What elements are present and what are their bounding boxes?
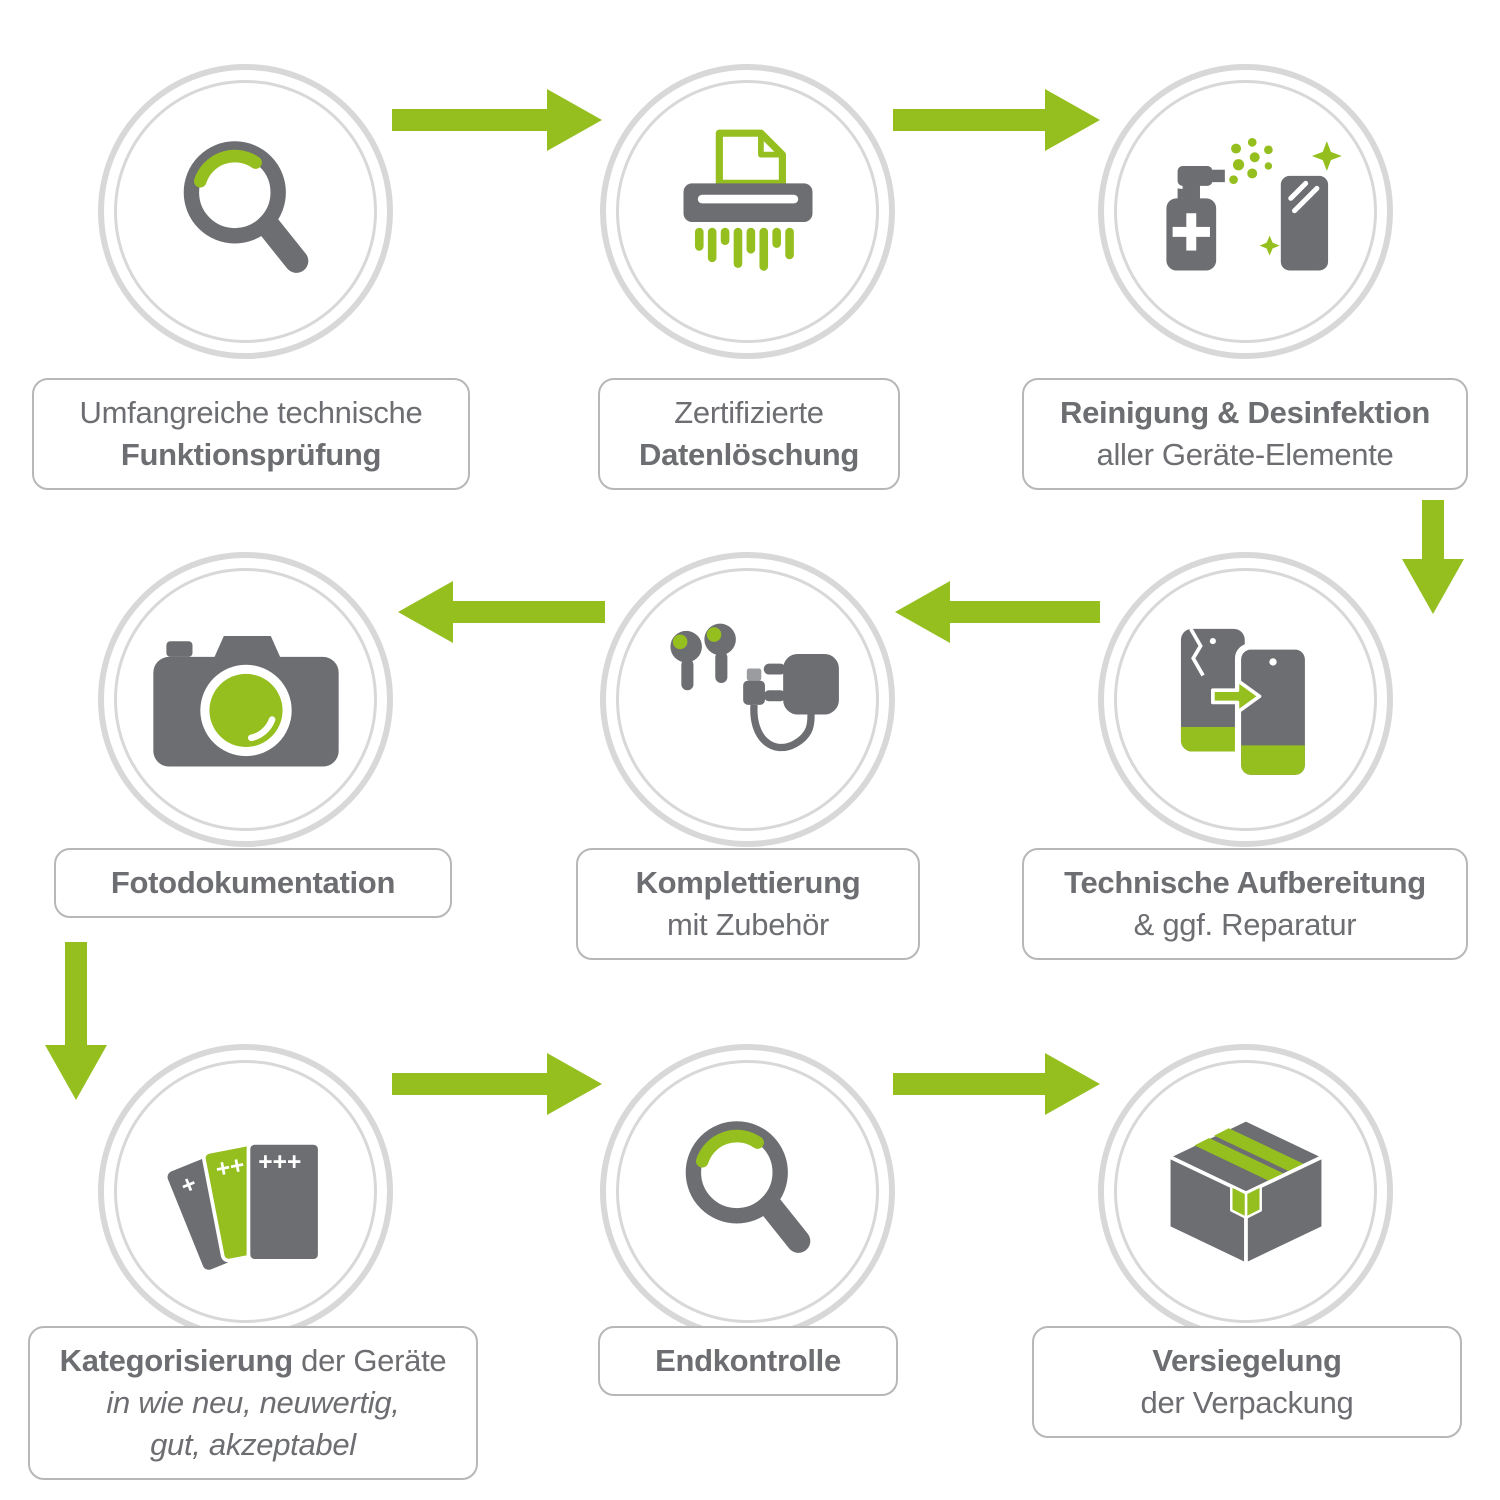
accessories-icon [669, 623, 839, 751]
step-circle-datenloeschung [600, 64, 895, 359]
step-circle-aufbereitung [1098, 552, 1393, 847]
phones-repair-icon [1180, 627, 1311, 781]
label-line-bold-part: Kategorisierung [59, 1343, 294, 1378]
label-line: der Verpackung [1140, 1385, 1354, 1420]
arrow-4-5 [895, 581, 1100, 643]
spray-clean-icon [1165, 137, 1342, 270]
shredder-icon [683, 129, 812, 271]
step-circle-fotodokumentation [98, 552, 393, 847]
magnifier-icon [685, 1120, 810, 1253]
label-versiegelung: Versiegelung der Verpackung [1032, 1326, 1462, 1438]
label-reinigung: Reinigung & Desinfektion aller Geräte-El… [1022, 378, 1468, 490]
label-line: Reinigung & Desinfektion [1060, 395, 1430, 430]
label-line: in wie neu, neuwertig, [106, 1385, 400, 1420]
step-circle-funktionspruefung [98, 64, 393, 359]
label-line: gut, akzeptabel [150, 1427, 356, 1462]
step-circle-endkontrolle [600, 1044, 895, 1339]
label-line: Umfangreiche technische [79, 395, 423, 430]
label-line: Fotodokumentation [110, 865, 396, 900]
label-datenloeschung: Zertifizierte Datenlöschung [598, 378, 900, 490]
label-kategorisierung: Kategorisierung der Geräte in wie neu, n… [28, 1326, 478, 1480]
label-line: Versiegelung [1152, 1343, 1342, 1378]
label-endkontrolle: Endkontrolle [598, 1326, 898, 1396]
label-line: mit Zubehör [666, 907, 830, 942]
grade-mark-plus-plus: ++ [213, 1151, 246, 1183]
camera-icon [152, 635, 339, 767]
step-circle-reinigung [1098, 64, 1393, 359]
label-line: aller Geräte-Elemente [1096, 437, 1394, 472]
label-line-normal-part: der Geräte [292, 1343, 447, 1378]
label-komplettierung: Komplettierung mit Zubehör [576, 848, 920, 960]
grading-cards-icon: + ++ +++ [167, 1139, 322, 1270]
step-circle-versiegelung [1098, 1044, 1393, 1339]
label-fotodokumentation: Fotodokumentation [54, 848, 452, 918]
label-line: Funktionsprüfung [120, 437, 382, 472]
label-funktionspruefung: Umfangreiche technische Funktionsprüfung [32, 378, 470, 490]
arrow-8-9 [893, 1053, 1100, 1115]
label-line: Datenlöschung [638, 437, 859, 472]
label-line: & ggf. Reparatur [1133, 907, 1357, 942]
label-line: Kategorisierung der Geräte [46, 1340, 460, 1382]
arrow-2-3 [893, 89, 1100, 151]
magnifier-icon [183, 140, 308, 273]
step-circle-komplettierung [600, 552, 895, 847]
label-aufbereitung: Technische Aufbereitung & ggf. Reparatur [1022, 848, 1468, 960]
arrow-6-7 [45, 942, 107, 1100]
label-line: Komplettierung [635, 865, 861, 900]
label-line: Technische Aufbereitung [1064, 865, 1426, 900]
label-line: Zertifizierte [674, 395, 824, 430]
label-line: Endkontrolle [655, 1343, 841, 1378]
grade-mark-plus-plus-plus: +++ [258, 1148, 301, 1175]
arrow-3-4 [1402, 500, 1464, 614]
arrow-5-6 [398, 581, 605, 643]
package-icon [1166, 1117, 1325, 1266]
arrow-1-2 [392, 89, 602, 151]
step-circle-kategorisierung: + ++ +++ [98, 1044, 393, 1339]
arrow-7-8 [392, 1053, 602, 1115]
